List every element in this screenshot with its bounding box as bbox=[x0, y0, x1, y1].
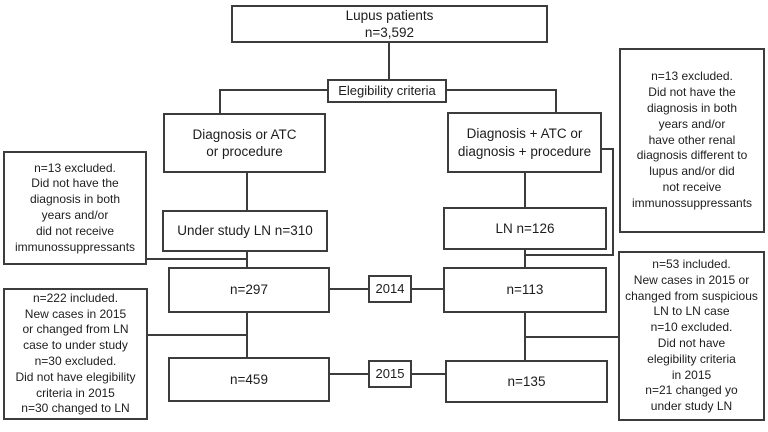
node-n135: n=135 bbox=[445, 360, 608, 403]
node-n297: n=297 bbox=[168, 267, 330, 313]
year-2014-label: 2014 bbox=[375, 280, 405, 296]
node-year-2014: 2014 bbox=[368, 275, 412, 303]
connector-drop-to-left-branch bbox=[219, 89, 221, 113]
year-2015-label: 2015 bbox=[375, 365, 405, 381]
connector-excluded-right-elbow-bottom bbox=[524, 254, 614, 256]
node-lupus-patients: Lupus patients n=3,592 bbox=[231, 5, 548, 43]
eligibility-criteria-label: Elegibility criteria bbox=[338, 82, 436, 98]
connector-2015-to-n135 bbox=[412, 373, 445, 375]
diagnosis-plus-atc-label: Diagnosis + ATC or diagnosis + procedure bbox=[457, 126, 592, 159]
node-included-left: n=222 included. New cases in 2015 or cha… bbox=[3, 288, 148, 420]
connector-under-study-to-n297 bbox=[246, 252, 248, 267]
ln-label: LN n=126 bbox=[495, 220, 555, 236]
lupus-patients-label: Lupus patients n=3,592 bbox=[345, 7, 434, 40]
n113-label: n=113 bbox=[506, 282, 544, 298]
node-included-right: n=53 included. New cases in 2015 or chan… bbox=[618, 251, 765, 421]
node-year-2015: 2015 bbox=[368, 360, 412, 388]
connector-n297-to-2014 bbox=[330, 288, 368, 290]
connector-drop-to-right-branch bbox=[555, 89, 557, 112]
node-excluded-left: n=13 excluded. Did not have the diagnosi… bbox=[3, 151, 147, 265]
n297-label: n=297 bbox=[230, 282, 268, 298]
connector-eligibility-left-horizontal bbox=[219, 89, 327, 91]
node-n459: n=459 bbox=[168, 357, 330, 402]
connector-right-branch-to-ln bbox=[524, 173, 526, 207]
connector-lupus-to-eligibility bbox=[388, 42, 390, 79]
included-left-label: n=222 included. New cases in 2015 or cha… bbox=[15, 290, 136, 416]
n135-label: n=135 bbox=[507, 373, 546, 389]
connector-included-right-branch bbox=[524, 336, 618, 338]
connector-ln-to-n113 bbox=[524, 250, 526, 267]
node-excluded-right: n=13 excluded. Did not have the diagnosi… bbox=[619, 48, 765, 233]
n459-label: n=459 bbox=[230, 371, 268, 387]
node-diagnosis-or-atc: Diagnosis or ATC or procedure bbox=[163, 113, 326, 173]
connector-excluded-right-elbow-top bbox=[602, 148, 614, 150]
diagnosis-or-atc-label: Diagnosis or ATC or procedure bbox=[192, 126, 297, 159]
connector-n459-to-2015 bbox=[330, 373, 368, 375]
node-n113: n=113 bbox=[443, 267, 607, 313]
under-study-ln-label: Under study LN n=310 bbox=[177, 223, 313, 239]
connector-included-left-branch bbox=[148, 334, 248, 336]
connector-eligibility-right-horizontal bbox=[447, 89, 557, 91]
node-diagnosis-plus-atc: Diagnosis + ATC or diagnosis + procedure bbox=[447, 112, 602, 173]
excluded-right-label: n=13 excluded. Did not have the diagnosi… bbox=[631, 69, 753, 210]
connector-excluded-right-elbow-vertical bbox=[612, 148, 614, 256]
excluded-left-label: n=13 excluded. Did not have the diagnosi… bbox=[14, 160, 136, 254]
node-under-study-ln: Under study LN n=310 bbox=[162, 210, 328, 252]
node-ln: LN n=126 bbox=[443, 207, 607, 250]
connector-left-branch-to-under-study bbox=[246, 173, 248, 210]
connector-2014-to-n113 bbox=[412, 288, 443, 290]
connector-excluded-left-branch bbox=[147, 258, 247, 260]
included-right-label: n=53 included. New cases in 2015 or chan… bbox=[625, 256, 758, 414]
node-eligibility-criteria: Elegibility criteria bbox=[327, 79, 447, 103]
